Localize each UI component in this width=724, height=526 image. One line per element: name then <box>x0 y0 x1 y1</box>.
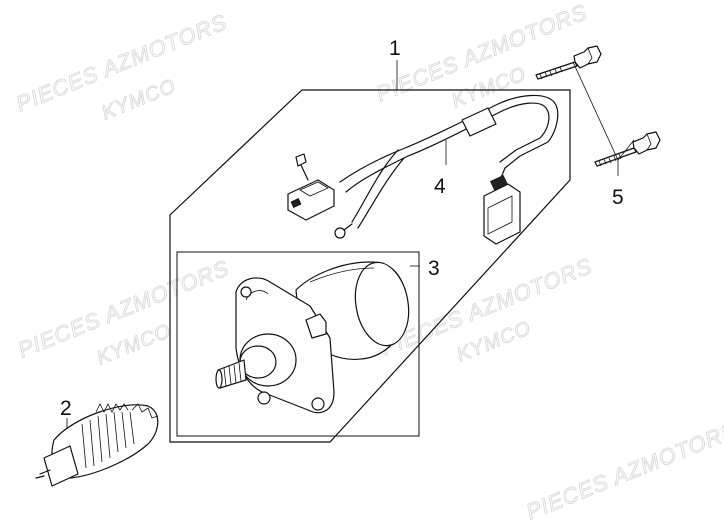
wire-harness-4 <box>287 94 559 245</box>
callout-4: 4 <box>434 175 446 198</box>
callout-3: 3 <box>428 257 440 280</box>
starter-clutch-gear-2 <box>35 403 159 487</box>
bolt-5-upper <box>535 45 602 80</box>
callout-1: 1 <box>389 37 401 60</box>
callout-2: 2 <box>60 397 72 420</box>
group-outline-3 <box>176 251 420 437</box>
watermark-text-9: PIECES AZMOTORS <box>523 417 724 525</box>
watermark-text-2: KYMCO <box>99 75 180 125</box>
starter-motor-3 <box>215 261 410 414</box>
leader-lines <box>66 60 635 435</box>
callout-5: 5 <box>612 186 624 209</box>
group-outline-1 <box>169 89 571 443</box>
bolt-5-lower <box>594 131 661 167</box>
